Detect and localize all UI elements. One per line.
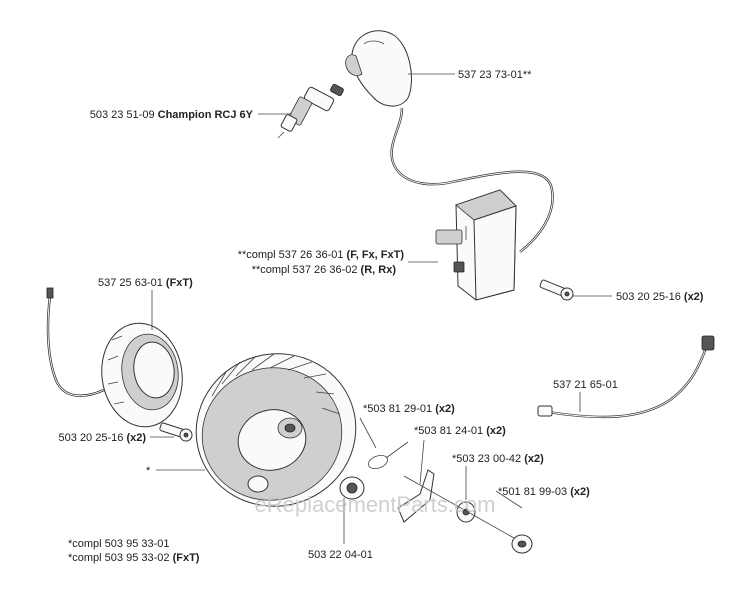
watermark-text: eReplacementParts.com: [255, 492, 496, 517]
coil-screw-part[interactable]: [159, 422, 193, 442]
label-washer-23-00: *503 23 00-42 (x2): [452, 453, 544, 465]
label-plate-81-24: *503 81 24-01 (x2): [414, 425, 506, 437]
label-flywheel-compl-1: *compl 503 95 33-01: [68, 538, 170, 550]
label-ignition-module-1: **compl 537 26 36-01 (F, Fx, FxT): [238, 249, 405, 261]
flywheel-nut-part[interactable]: [339, 476, 365, 500]
bolt-part[interactable]: [403, 475, 533, 554]
label-screw-81-29: *503 81 29-01 (x2): [363, 403, 455, 415]
module-screw-part[interactable]: [539, 279, 574, 301]
label-flywheel-compl-2: *compl 503 95 33-02 (FxT): [68, 552, 200, 564]
label-bolt-81-99: *501 81 99-03 (x2): [498, 486, 590, 498]
plug-cap-part[interactable]: [345, 30, 412, 107]
ignition-module-part[interactable]: [435, 189, 517, 301]
leader-lines: [150, 73, 612, 544]
label-flywheel-star: *: [146, 465, 151, 477]
label-cable-right: 537 21 65-01: [553, 379, 618, 391]
circlip-part[interactable]: [367, 441, 409, 471]
ignition-wire: [390, 107, 554, 253]
spark-plug-part[interactable]: [277, 83, 344, 139]
label-ignition-module-2: **compl 537 26 36-02 (R, Rx): [252, 264, 397, 276]
cable-right-part[interactable]: [537, 335, 715, 419]
coil-ring-part[interactable]: [46, 287, 189, 432]
label-plug-cap: 537 23 73-01**: [458, 69, 532, 81]
label-coil-screw: 503 20 25-16 (x2): [59, 432, 147, 444]
label-module-screw: 503 20 25-16 (x2): [616, 291, 704, 303]
plate-part[interactable]: [397, 469, 435, 523]
washer-part[interactable]: [456, 501, 476, 523]
flywheel-part[interactable]: [180, 337, 372, 523]
label-coil-ring: 537 25 63-01 (FxT): [98, 277, 193, 289]
label-nut-22-04: 503 22 04-01: [308, 549, 373, 561]
label-spark-plug: 503 23 51-09 Champion RCJ 6Y: [90, 109, 254, 121]
